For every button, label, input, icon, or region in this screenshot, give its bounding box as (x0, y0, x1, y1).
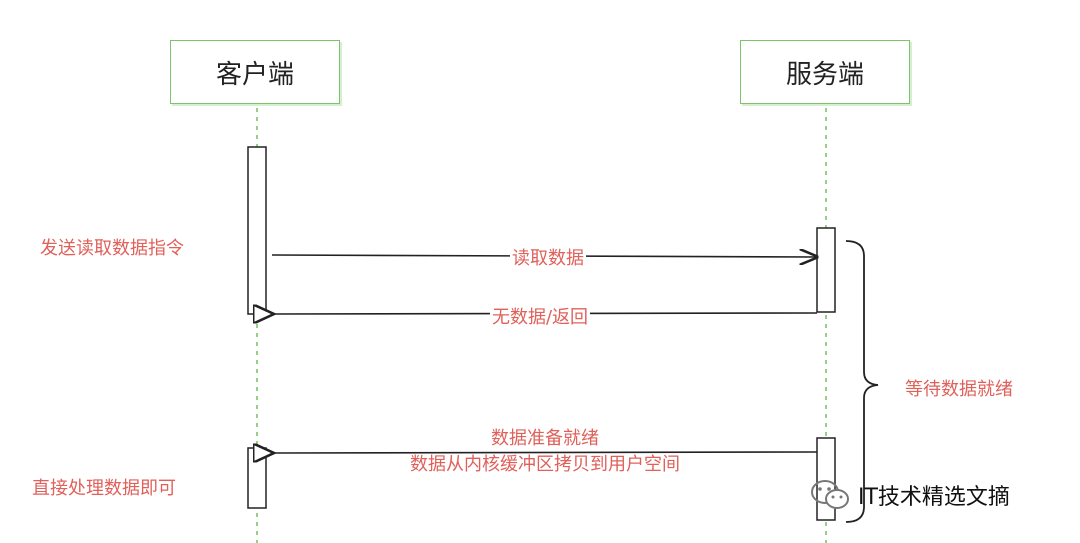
client-activation-1 (247, 146, 267, 315)
data-ready-line2: 数据从内核缓冲区拷贝到用户空间 (410, 454, 680, 475)
wechat-icon (811, 480, 849, 509)
server-participant: 服务端 (740, 40, 910, 104)
client-label: 客户端 (215, 59, 294, 90)
data-ready-arrow (274, 452, 818, 453)
read-data-label: 读取数据 (510, 244, 586, 270)
no-data-return-label: 无数据/返回 (489, 303, 591, 329)
server-label: 服务端 (785, 59, 864, 90)
wait-brace (845, 240, 879, 523)
send-command-note: 发送读取数据指令 (40, 238, 184, 259)
client-participant: 客户端 (170, 40, 340, 104)
watermark-text: IT技术精选文摘 (858, 485, 1010, 510)
wait-ready-note: 等待数据就绪 (905, 379, 1013, 400)
client-activation-2 (247, 447, 267, 509)
process-data-note: 直接处理数据即可 (32, 478, 176, 499)
server-activation-1 (816, 227, 836, 313)
watermark: IT技术精选文摘 (810, 478, 1010, 512)
data-ready-label: 数据准备就绪 数据从内核缓冲区拷贝到用户空间 (408, 426, 682, 478)
data-ready-line1: 数据准备就绪 (491, 428, 599, 449)
